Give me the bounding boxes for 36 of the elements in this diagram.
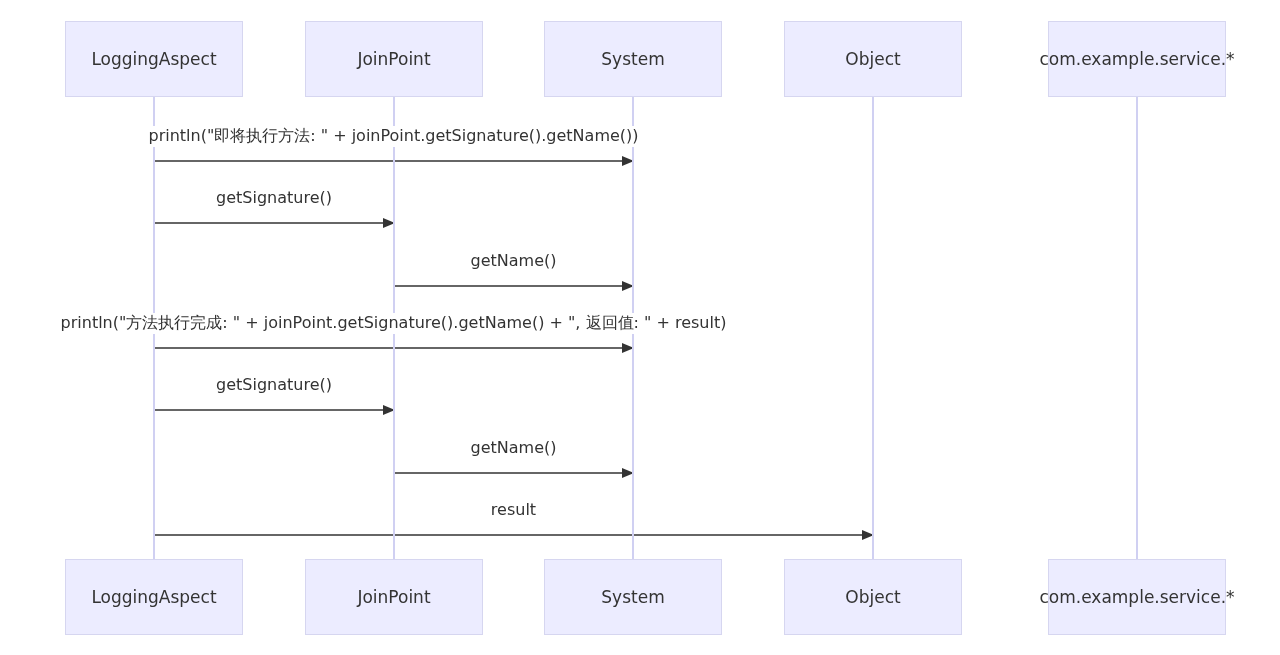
lifeline: [153, 97, 155, 559]
lifeline: [872, 97, 874, 559]
participant-name: System: [601, 49, 665, 69]
message-arrow: [153, 156, 634, 166]
participant-name: com.example.service.*: [1039, 587, 1235, 607]
message-label: getSignature(): [214, 375, 334, 394]
participant-box: [544, 559, 722, 635]
participant-box: [784, 21, 962, 97]
message-label: println("方法执行完成: " + joinPoint.getSignature().getName() + ", 返回值: " + result): [58, 313, 729, 334]
participant-name: Object: [845, 49, 901, 69]
participant-name: JoinPoint: [357, 587, 431, 607]
participant-box: [305, 21, 483, 97]
participant-name: LoggingAspect: [91, 587, 217, 607]
message-arrow: [153, 405, 395, 415]
message-arrow: [153, 218, 395, 228]
participant-box: [65, 559, 243, 635]
participant-box: [544, 21, 722, 97]
lifeline: [1136, 97, 1138, 559]
message-label: getName(): [468, 251, 559, 270]
participant-box: [784, 559, 962, 635]
participant-name: LoggingAspect: [91, 49, 217, 69]
participant-name: System: [601, 587, 665, 607]
message-arrow: [393, 468, 634, 478]
message-label: getSignature(): [214, 188, 334, 207]
message-arrow: [393, 281, 634, 291]
participant-name: JoinPoint: [357, 49, 431, 69]
participant-box: [305, 559, 483, 635]
message-arrow: [153, 343, 634, 353]
participant-name: com.example.service.*: [1039, 49, 1235, 69]
participant-name: Object: [845, 587, 901, 607]
lifeline: [393, 97, 395, 559]
participant-box: [65, 21, 243, 97]
message-label: getName(): [468, 438, 559, 457]
message-arrow: [153, 530, 874, 540]
lifeline: [632, 97, 634, 559]
message-label: println("即将执行方法: " + joinPoint.getSignature().getName()): [146, 126, 641, 147]
